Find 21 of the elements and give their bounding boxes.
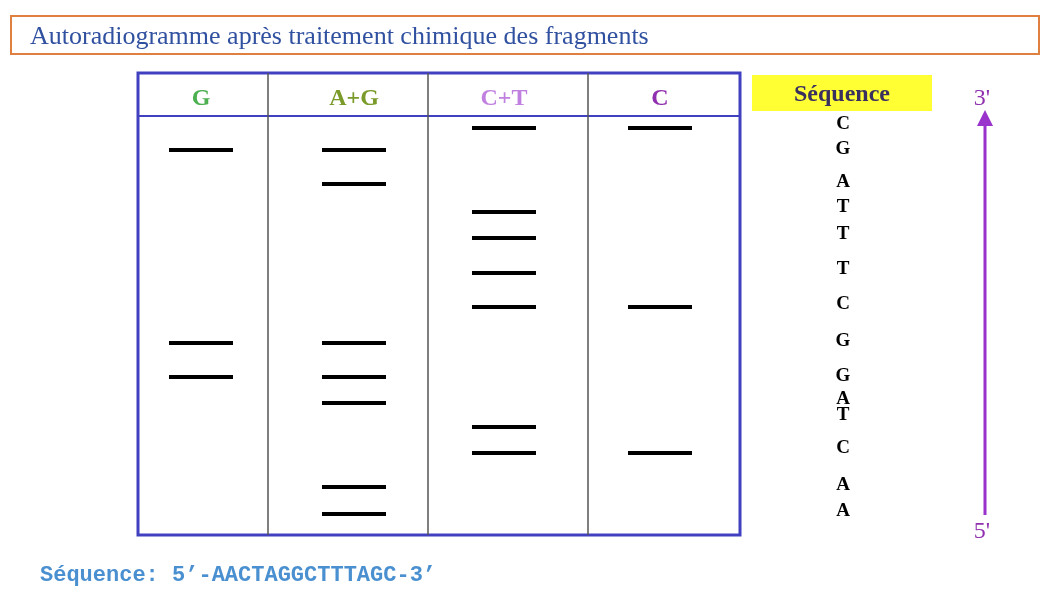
strand-end-label: 3' xyxy=(973,85,991,109)
base-letter: C xyxy=(836,292,850,312)
base-letter: A xyxy=(836,499,850,519)
base-letter: T xyxy=(836,222,850,242)
base-letter: G xyxy=(835,329,851,349)
base-letter: C xyxy=(836,436,850,456)
sequence-heading: Séquence xyxy=(752,75,932,111)
strand-end-label: 5' xyxy=(973,518,991,542)
base-letter: T xyxy=(836,195,850,215)
base-letter: G xyxy=(835,137,851,157)
lane-header: G xyxy=(191,85,211,109)
base-letter: G xyxy=(835,364,851,384)
base-letter: T xyxy=(836,257,850,277)
base-letter: C xyxy=(836,112,850,132)
caption: Séquence: 5’-AACTAGGCTTTAGC-3’ xyxy=(40,565,437,587)
base-letter: A xyxy=(836,170,850,190)
lane-header: C xyxy=(651,85,669,109)
lane-header: C+T xyxy=(480,85,528,109)
title: Autoradiogramme après traitement chimique des fragments xyxy=(10,15,1040,55)
lane-header: A+G xyxy=(329,85,379,109)
base-letter: A xyxy=(836,473,850,493)
